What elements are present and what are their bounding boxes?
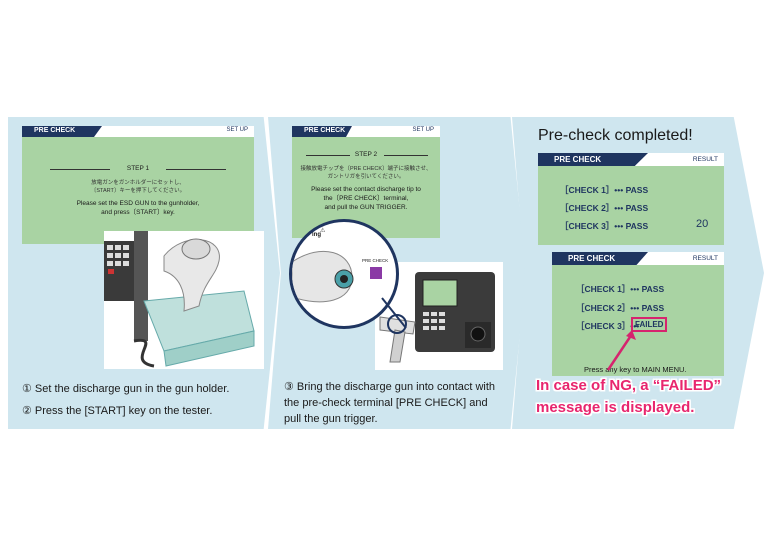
step2-photo-label1: ing — [312, 232, 321, 238]
step2-screen-header: PRE CHECK SET UP — [292, 126, 440, 137]
pass-check2: ［CHECK 2］••• PASS — [560, 203, 649, 213]
step2-caption-line1: ③ Bring the discharge gun into contact w… — [284, 381, 496, 393]
step2-header-right: SET UP — [412, 127, 434, 133]
step3-title: Pre-check completed! — [538, 127, 693, 144]
ng-note-line2: message is displayed. — [536, 399, 695, 416]
step1-caption-line1: ① Set the discharge gun in the gun holde… — [22, 383, 230, 395]
fail-header-right: RESULT — [692, 255, 718, 262]
step2-zoom-circle: ⚠ ing PRE CHECK — [289, 219, 399, 329]
step1-step-label: STEP 1 — [126, 165, 150, 172]
result-fail-screen: PRE CHECK RESULT ［CHECK 1］••• PASS ［CHEC… — [552, 252, 724, 376]
result-pass-screen: PRE CHECK RESULT ［CHECK 1］••• PASS ［CHEC… — [538, 153, 724, 245]
fail-header-left: PRE CHECK — [568, 254, 616, 263]
failed-badge: FAILED — [631, 317, 668, 332]
step2-en-line1: Please set the contact discharge tip to — [311, 186, 421, 193]
step1-screen-header: PRE CHECK SET UP — [22, 126, 254, 137]
ng-note-line1: In case of NG, a “FAILED” — [536, 377, 722, 394]
step2-en-line2: the〔PRE CHECK〕terminal, — [323, 195, 409, 202]
step1-header-right: SET UP — [226, 127, 248, 133]
step2-step-label: STEP 2 — [354, 151, 378, 158]
fail-check2: ［CHECK 2］••• PASS — [576, 303, 665, 313]
pass-check1: ［CHECK 1］••• PASS — [560, 185, 649, 195]
step1-en-line1: Please set the ESD GUN to the gunholder, — [76, 200, 200, 207]
step1-jp-line1: 放電ガンをガンホルダーにセットし、 — [91, 180, 185, 186]
svg-text:⚠: ⚠ — [320, 227, 326, 234]
step1-caption-line2: ② Press the [START] key on the tester. — [22, 405, 213, 417]
step2-jp-line1: 接触放電チップを〔PRE CHECK〕端子に接触させ、 — [300, 166, 432, 172]
pass-check3: ［CHECK 3］••• PASS — [560, 221, 649, 231]
step1-jp-line2: 〔START〕キーを押下してください。 — [90, 188, 186, 194]
step1-screen: PRE CHECK SET UP STEP 1 放電ガンをガンホルダーにセットし… — [22, 126, 254, 244]
step2-caption-line2: the pre-check terminal [PRE CHECK] and — [284, 397, 488, 409]
step2-jp-line2: ガントリガを引いてください。 — [327, 174, 405, 180]
pass-header-right: RESULT — [692, 156, 718, 163]
pass-header-left: PRE CHECK — [554, 155, 602, 164]
step2-photo-label2: PRE CHECK — [362, 258, 389, 263]
step1-gun-holder-image — [104, 231, 264, 369]
step2-en-line3: and pull the GUN TRIGGER. — [324, 204, 408, 211]
step1-en-line2: and press〔START〕key. — [101, 209, 175, 216]
step1-header-left: PRE CHECK — [34, 127, 76, 134]
fail-footer: Press any key to MAIN MENU. — [584, 365, 687, 374]
pass-value: 20 — [696, 218, 709, 230]
fail-check1: ［CHECK 1］••• PASS — [576, 284, 665, 294]
fail-check3: ［CHECK 3］••• — [576, 321, 640, 331]
step2-tester-image — [375, 262, 503, 370]
step2-header-left: PRE CHECK — [304, 127, 346, 134]
step2-screen: PRE CHECK SET UP STEP 2 接触放電チップを〔PRE CHE… — [292, 126, 440, 238]
step2-caption-line3: pull the gun trigger. — [284, 413, 378, 425]
step2-zoom-connector — [381, 297, 407, 329]
ng-pointer-arrow — [606, 330, 636, 371]
